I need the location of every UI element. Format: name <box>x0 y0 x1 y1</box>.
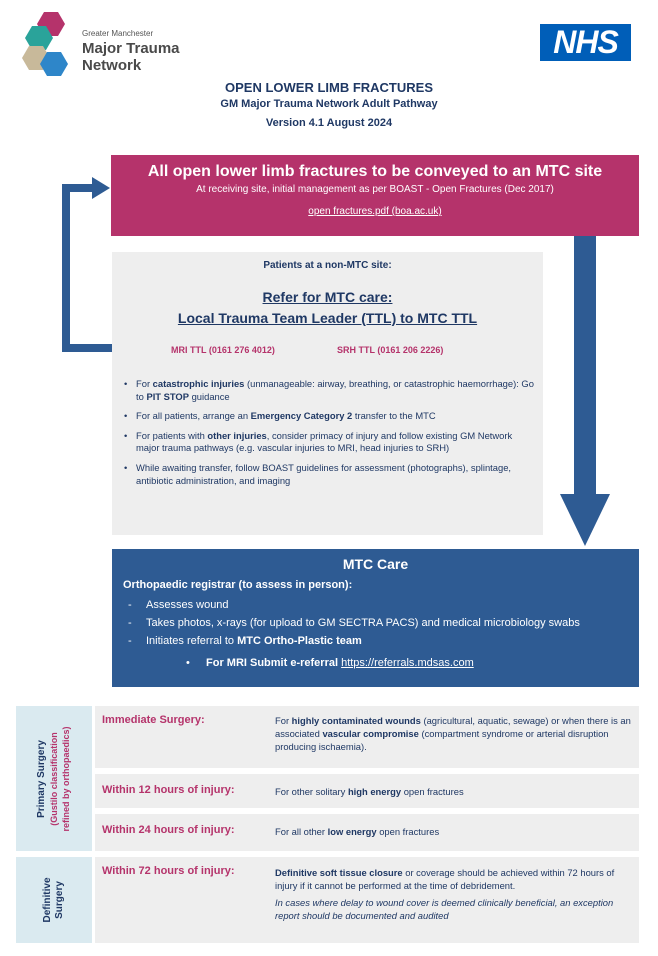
referral-label: For MRI Submit e-referral <box>206 657 342 669</box>
list-item: While awaiting transfer, follow BOAST gu… <box>124 462 536 487</box>
boast-link[interactable]: open fractures.pdf (boa.ac.uk) <box>308 206 442 217</box>
logo-line1: Greater Manchester <box>82 29 154 38</box>
row-label: Immediate Surgery: <box>102 714 205 726</box>
list-item: For catastrophic injuries (unmanageable:… <box>124 378 536 403</box>
row-label: Within 12 hours of injury: <box>102 784 235 796</box>
row-text: For highly contaminated wounds (agricult… <box>275 715 631 752</box>
table-row: Within 72 hours of injury: Definitive so… <box>95 857 639 943</box>
list-item: For patients with other injuries, consid… <box>124 430 536 455</box>
bullet-icon: • <box>186 657 190 669</box>
row-label: Within 24 hours of injury: <box>102 824 235 836</box>
page-subtitle: GM Major Trauma Network Adult Pathway <box>220 98 438 110</box>
refer-heading: Refer for MTC care: <box>262 289 393 305</box>
page-version: Version 4.1 August 2024 <box>265 117 393 129</box>
mri-ttl-phone: MRI TTL (0161 276 4012) <box>171 345 275 355</box>
logo-line3: Network <box>82 57 142 74</box>
down-arrow-icon <box>560 232 610 546</box>
primary-surgery-label: Primary Surgery (Gustilo classification … <box>16 706 92 851</box>
row-label: Within 72 hours of injury: <box>102 865 235 877</box>
non-mtc-list: For catastrophic injuries (unmanageable:… <box>124 378 536 494</box>
mtc-care-list: Assesses wound Takes photos, x-rays (for… <box>128 599 633 653</box>
row-text: For other solitary high energy open frac… <box>275 786 464 797</box>
banner-subtitle: At receiving site, initial management as… <box>196 184 554 195</box>
table-row: Within 12 hours of injury: For other sol… <box>95 774 639 808</box>
primary-label-note1: (Gustilo classification <box>49 731 59 826</box>
row-text: For all other low energy open fractures <box>275 826 440 837</box>
loop-back-arrow-icon <box>62 177 112 352</box>
definitive-label-line1: Definitive <box>42 877 53 923</box>
srh-ttl-phone: SRH TTL (0161 206 2226) <box>337 345 444 355</box>
primary-label-note2: refined by orthopaedics) <box>61 725 71 832</box>
conveyance-banner: All open lower limb fractures to be conv… <box>111 155 639 236</box>
primary-label-title: Primary Surgery <box>36 739 47 818</box>
list-item: Assesses wound <box>128 599 633 611</box>
nhs-logo: NHS <box>540 24 631 61</box>
definitive-surgery-label: Definitive Surgery <box>16 857 92 943</box>
definitive-label-line2: Surgery <box>54 881 65 919</box>
non-mtc-heading: Patients at a non-MTC site: <box>263 260 392 271</box>
logo-line2: Major Trauma <box>82 40 180 57</box>
logo-name: Major Trauma Network <box>82 40 180 74</box>
list-item: Initiates referral to MTC Ortho-Plastic … <box>128 635 633 647</box>
page-title: OPEN LOWER LIMB FRACTURES <box>225 80 433 95</box>
referral-link[interactable]: https://referrals.mdsas.com <box>341 657 474 669</box>
mtc-care-title: MTC Care <box>342 556 409 572</box>
banner-title: All open lower limb fractures to be conv… <box>147 163 603 180</box>
list-item: For all patients, arrange an Emergency C… <box>124 410 536 423</box>
row-text: Definitive soft tissue closure or covera… <box>275 867 615 921</box>
list-item: Takes photos, x-rays (for upload to GM S… <box>128 617 633 629</box>
mtc-care-subtitle: Orthopaedic registrar (to assess in pers… <box>123 579 353 591</box>
mri-referral: • For MRI Submit e-referral https://refe… <box>186 657 474 669</box>
network-logo-icon <box>22 12 68 76</box>
table-row: Immediate Surgery: For highly contaminat… <box>95 706 639 768</box>
ttl-heading: Local Trauma Team Leader (TTL) to MTC TT… <box>177 310 478 326</box>
table-row: Within 24 hours of injury: For all other… <box>95 814 639 851</box>
